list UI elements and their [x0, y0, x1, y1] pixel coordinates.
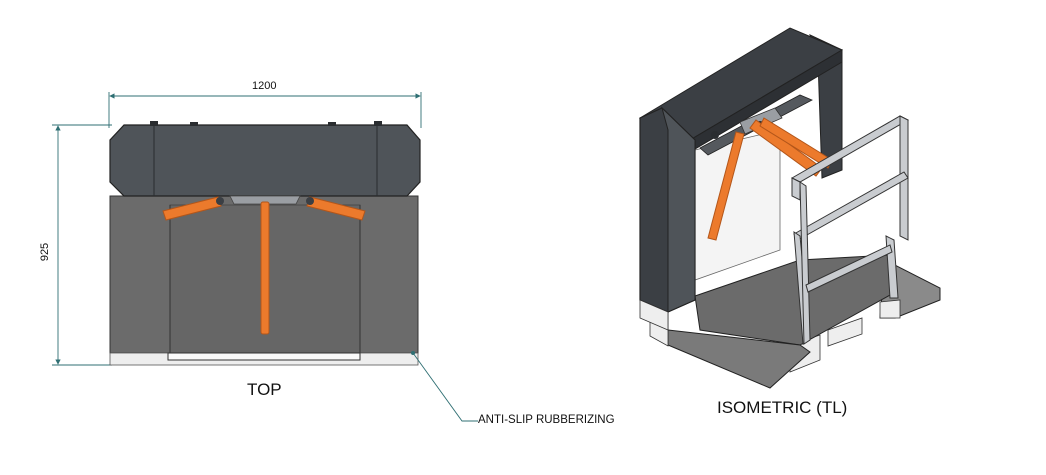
iso-railing: [790, 115, 910, 345]
anti-slip-annotation: ANTI-SLIP RUBBERIZING: [478, 414, 615, 426]
top-view-title: TOP: [247, 380, 282, 399]
height-dimension-label: 925: [39, 242, 52, 262]
anti-slip-leader: [412, 352, 478, 422]
housing: [109, 124, 421, 197]
width-dimension-label: 1200: [252, 80, 277, 92]
turnstile-arms: [162, 196, 366, 335]
height-dimension: [52, 124, 112, 366]
iso-turnstile-arms: [707, 117, 833, 241]
width-dimension: [108, 92, 422, 128]
isometric-view-title: ISOMETRIC (TL): [717, 398, 848, 417]
top-view: [52, 92, 478, 422]
isometric-view: [638, 27, 941, 389]
